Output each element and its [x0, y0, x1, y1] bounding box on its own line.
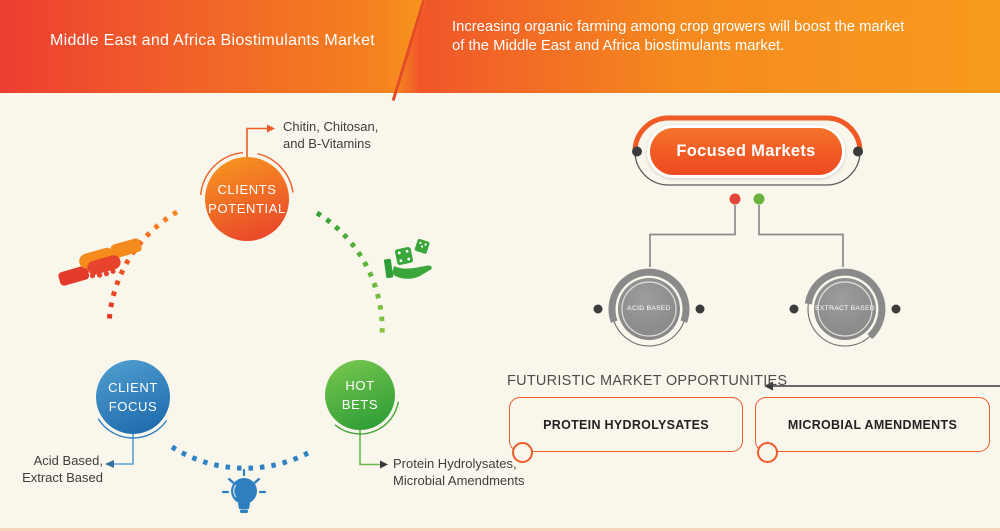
clients-potential-callout: Chitin, Chitosan, and B-Vitamins: [283, 119, 379, 151]
tree-connectors: [649, 193, 844, 267]
opportunities-arrow: [764, 381, 1000, 391]
extract-based-node: [789, 268, 901, 347]
hot-bets-label: HOT BETS: [341, 378, 379, 412]
box-corner-ring: [511, 441, 533, 463]
header-banner: Middle East and Africa Biostimulants Mar…: [0, 0, 1000, 101]
page-title: Middle East and Africa Biostimulants Mar…: [50, 32, 376, 49]
client-focus-label: CLIENT FOCUS: [108, 380, 158, 414]
focused-markets-title: Focused Markets: [676, 142, 816, 160]
dotted-arc-blue: [170, 444, 310, 471]
hand-dice-icon: [383, 238, 432, 279]
callout-line-client-focus: [105, 434, 134, 468]
opportunity-label: MICROBIAL AMENDMENTS: [787, 417, 958, 432]
hot-bets-bubble: [325, 360, 400, 435]
opportunity-label: PROTEIN HYDROLYSATES: [543, 417, 709, 432]
handshake-icon: [58, 238, 142, 286]
opportunity-box-protein-hydrolysates: PROTEIN HYDROLYSATES: [509, 397, 743, 452]
callout-line-hot-bets: [359, 430, 388, 469]
bottom-accent-strip: [0, 528, 1000, 531]
clients-potential-label: CLIENTS POTENTIAL: [208, 182, 286, 216]
acid-based-node: [593, 268, 705, 347]
dotted-arc-green: [315, 210, 385, 338]
acid-based-label: ACID BASED: [627, 305, 671, 312]
lightbulb-icon: [221, 468, 267, 513]
focused-markets-pill: Focused Markets: [647, 125, 845, 178]
opportunities-heading: FUTURISTIC MARKET OPPORTUNITIES: [507, 373, 788, 389]
header-right-panel: [396, 0, 1000, 93]
header-subtitle: Increasing organic farming among crop gr…: [452, 19, 905, 54]
hot-bets-callout: Protein Hydrolysates, Microbial Amendmen…: [393, 456, 525, 488]
focused-markets-outline: [632, 115, 863, 186]
clients-potential-bubble: [200, 152, 294, 241]
callout-line-clients-potential: [246, 124, 275, 157]
client-focus-callout: Acid Based, Extract Based: [22, 453, 103, 485]
extract-based-label: EXTRACT BASED: [815, 305, 875, 312]
client-focus-bubble: [96, 360, 170, 439]
box-corner-ring: [756, 441, 778, 463]
opportunity-box-microbial-amendments: MICROBIAL AMENDMENTS: [755, 397, 990, 452]
dotted-arc-red: [106, 209, 179, 326]
